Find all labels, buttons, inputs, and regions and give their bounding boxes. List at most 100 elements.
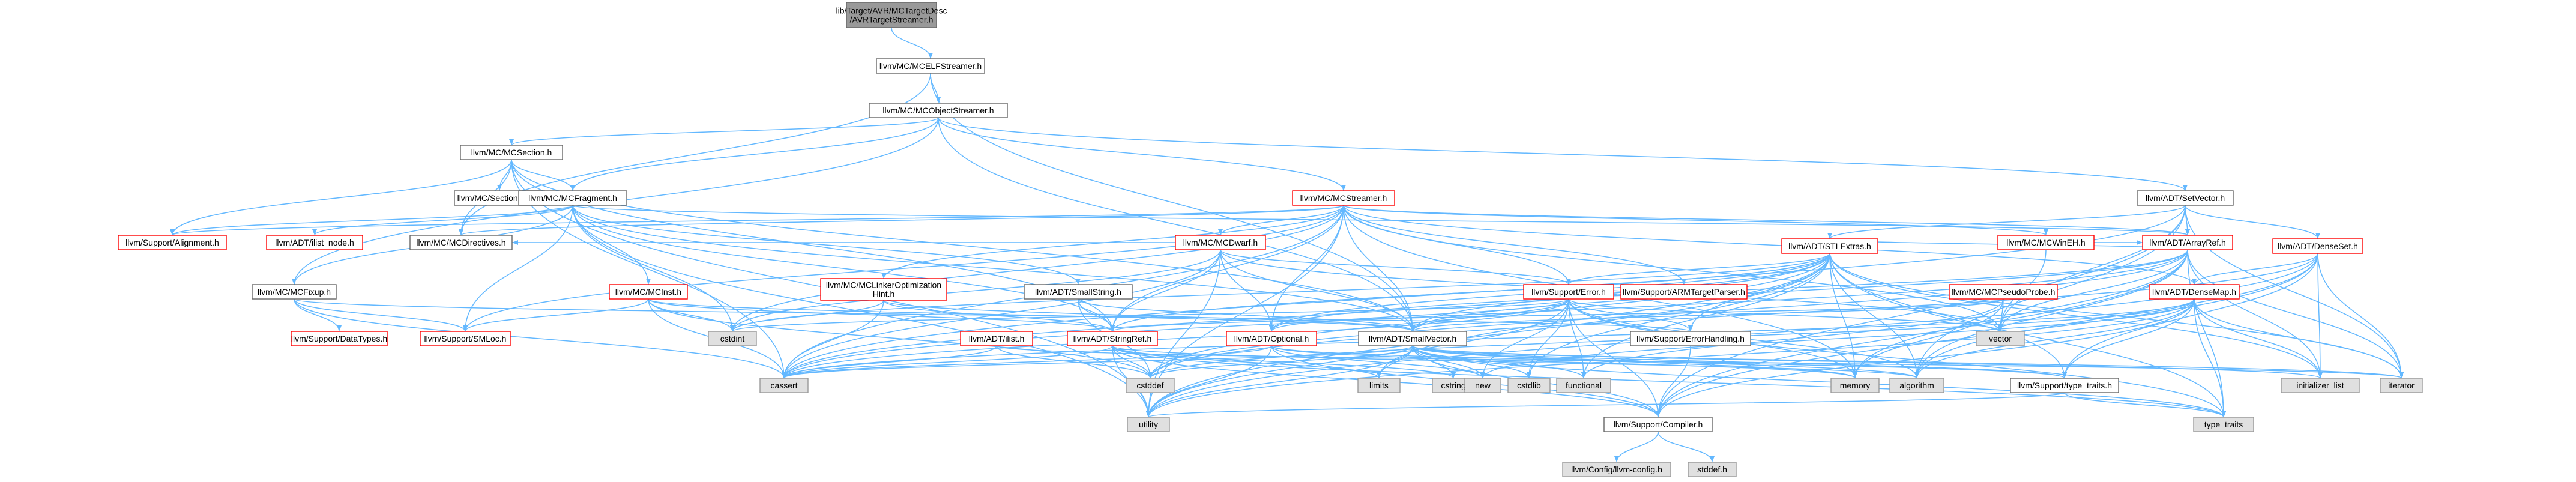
node-optional-label: llvm/ADT/Optional.h (1234, 334, 1309, 343)
node-stringref-label: llvm/ADT/StringRef.h (1073, 334, 1152, 343)
node-mcsection-label: llvm/MC/MCSection.h (471, 148, 552, 157)
nodes-layer: lib/Target/AVR/MCTargetDesc/AVRTargetStr… (118, 2, 2423, 477)
edge-mcinst-to-stringref (648, 298, 1115, 332)
node-denseset-box (2272, 238, 2363, 254)
node-setvector[interactable]: llvm/ADT/SetVector.h (2137, 190, 2234, 206)
edge-stlextras-to-iterator (1829, 253, 2404, 379)
node-typetraits-label: llvm/Support/type_traits.h (2017, 381, 2112, 390)
node-cstddef-box (1126, 378, 1175, 393)
node-errorhandling[interactable]: llvm/Support/ErrorHandling.h (1630, 331, 1751, 346)
node-mcdwarf[interactable]: llvm/MC/MCDwarf.h (1175, 235, 1266, 250)
edge-smallvector-to-cstddef (1148, 345, 1413, 379)
node-mcwineh[interactable]: llvm/MC/MCWinEH.h (1997, 235, 2095, 250)
node-compiler[interactable]: llvm/Support/Compiler.h (1603, 417, 1713, 432)
edge-stringref-to-algorithm (1112, 345, 1919, 379)
node-mcwineh-label: llvm/MC/MCWinEH.h (2006, 238, 2085, 247)
edge-mcdwarf-to-smallvector (1220, 249, 1415, 332)
edge-smallvector-to-typetraits (1412, 345, 2067, 379)
node-compiler-box (1603, 417, 1713, 432)
node-algorithm: algorithm (1889, 378, 1944, 393)
edge-mcstreamer-to-armtarget (1343, 205, 1686, 285)
node-ilist[interactable]: llvm/ADT/ilist.h (960, 331, 1033, 346)
node-initlist-box (2281, 378, 2360, 393)
node-datatypes-label: llvm/Support/DataTypes.h (291, 334, 387, 343)
edge-pseudoprobe-to-vector (1998, 298, 2004, 332)
edge-mcinst-to-cstdint (648, 298, 735, 332)
node-llvmconfig-label: llvm/Config/llvm-config.h (1571, 465, 1662, 474)
node-smloc[interactable]: llvm/Support/SMLoc.h (420, 331, 511, 346)
node-mcobj-label: llvm/MC/MCObjectStreamer.h (882, 106, 994, 115)
edge-stlextras-to-utility (1146, 253, 1830, 418)
node-llvmconfig: llvm/Config/llvm-config.h (1562, 462, 1671, 477)
node-iterator-label: iterator (2388, 381, 2415, 390)
edge-arrayref-to-initlist (2187, 249, 2323, 379)
edge-mcelf-to-smallvector (930, 73, 1415, 332)
node-mcinst-box (609, 284, 688, 300)
edge-supporterror-to-cstdint (730, 298, 1569, 332)
node-supporterror-box (1523, 284, 1614, 300)
node-smallvector-label: llvm/ADT/SmallVector.h (1369, 334, 1456, 343)
node-root-label: /AVRTargetStreamer.h (850, 15, 934, 25)
node-setvector-label: llvm/ADT/SetVector.h (2146, 193, 2225, 203)
node-armtarget[interactable]: llvm/Support/ARMTargetParser.h (1620, 284, 1748, 300)
node-smallstring-box (1024, 284, 1133, 300)
node-mcstreamer[interactable]: llvm/MC/MCStreamer.h (1292, 190, 1395, 206)
node-denseset[interactable]: llvm/ADT/DenseSet.h (2272, 238, 2363, 254)
edge-mclinkeropt-to-cassert (782, 300, 884, 379)
node-densemap[interactable]: llvm/ADT/DenseMap.h (2149, 284, 2240, 300)
node-smallvector[interactable]: llvm/ADT/SmallVector.h (1358, 331, 1467, 346)
node-new-label: new (1475, 381, 1491, 390)
node-compiler-label: llvm/Support/Compiler.h (1614, 420, 1703, 429)
node-algorithm-label: algorithm (1899, 381, 1934, 390)
edge-mcstreamer-to-vector (1343, 205, 2003, 332)
node-stringref-box (1067, 331, 1158, 346)
edge-arrayref-to-cstddef (1148, 249, 2188, 379)
node-pseudoprobe[interactable]: llvm/MC/MCPseudoProbe.h (1949, 284, 2058, 300)
node-type_traits-box (2193, 417, 2254, 432)
node-mcobj[interactable]: llvm/MC/MCObjectStreamer.h (869, 103, 1008, 118)
edge-smallvector-to-cstring (1412, 345, 1456, 379)
node-root-box (846, 2, 937, 28)
node-mcsection[interactable]: llvm/MC/MCSection.h (460, 145, 563, 160)
node-mcfixup[interactable]: llvm/MC/MCFixup.h (252, 284, 337, 300)
node-mcelf[interactable]: llvm/MC/MCELFStreamer.h (876, 58, 985, 74)
node-smallstring[interactable]: llvm/ADT/SmallString.h (1024, 284, 1133, 300)
node-smallstring-label: llvm/ADT/SmallString.h (1035, 287, 1121, 297)
node-arrayref[interactable]: llvm/ADT/ArrayRef.h (2142, 235, 2233, 250)
edge-ilist-to-iterator (996, 345, 2404, 379)
node-datatypes[interactable]: llvm/Support/DataTypes.h (291, 331, 388, 346)
edge-pseudoprobe-to-stringref (1110, 298, 2004, 332)
node-ilistnode-label: llvm/ADT/ilist_node.h (275, 238, 354, 247)
node-functional-box (1556, 378, 1611, 393)
node-optional[interactable]: llvm/ADT/Optional.h (1226, 331, 1317, 346)
node-typetraits[interactable]: llvm/Support/type_traits.h (2010, 378, 2119, 393)
edge-mcinst-to-smallvector (648, 298, 1415, 332)
edge-arrayref-to-iterator (2187, 249, 2404, 379)
edge-supporterror-to-optional (1269, 298, 1569, 332)
edge-smallvector-to-utility (1146, 345, 1413, 418)
node-stringref[interactable]: llvm/ADT/StringRef.h (1067, 331, 1158, 346)
node-cassert-box (759, 378, 809, 393)
node-mcfixup-box (252, 284, 337, 300)
edge-supporterror-to-vector (1568, 298, 2003, 332)
node-ilistnode[interactable]: llvm/ADT/ilist_node.h (266, 235, 363, 250)
node-cstdint-box (708, 331, 757, 346)
edge-mclinkeropt-to-cstdint (730, 300, 884, 332)
node-mclinkeropt-label: llvm/MC/MCLinkerOptimization (826, 280, 941, 290)
node-mcdirectives[interactable]: llvm/MC/MCDirectives.h (409, 235, 513, 250)
edge-stlextras-to-cstddef (1148, 253, 1830, 379)
node-alignment[interactable]: llvm/Support/Alignment.h (118, 235, 227, 250)
edge-stlextras-to-initlist (1829, 253, 2323, 379)
node-arrayref-label: llvm/ADT/ArrayRef.h (2149, 238, 2226, 247)
node-supporterror[interactable]: llvm/Support/Error.h (1523, 284, 1614, 300)
node-mclinkeropt-label: Hint.h (873, 289, 895, 299)
edge-smallvector-to-cstdlib (1412, 345, 1531, 379)
edge-mcobj-to-mcstreamer (938, 117, 1346, 191)
node-mcfragment[interactable]: llvm/MC/MCFragment.h (518, 190, 627, 206)
node-root[interactable]: lib/Target/AVR/MCTargetDesc/AVRTargetStr… (836, 2, 947, 28)
node-stlextras[interactable]: llvm/ADT/STLExtras.h (1781, 238, 1878, 254)
node-mcinst[interactable]: llvm/MC/MCInst.h (609, 284, 688, 300)
node-smloc-label: llvm/Support/SMLoc.h (424, 334, 507, 343)
edge-densemap-to-algorithm (1914, 298, 2195, 379)
